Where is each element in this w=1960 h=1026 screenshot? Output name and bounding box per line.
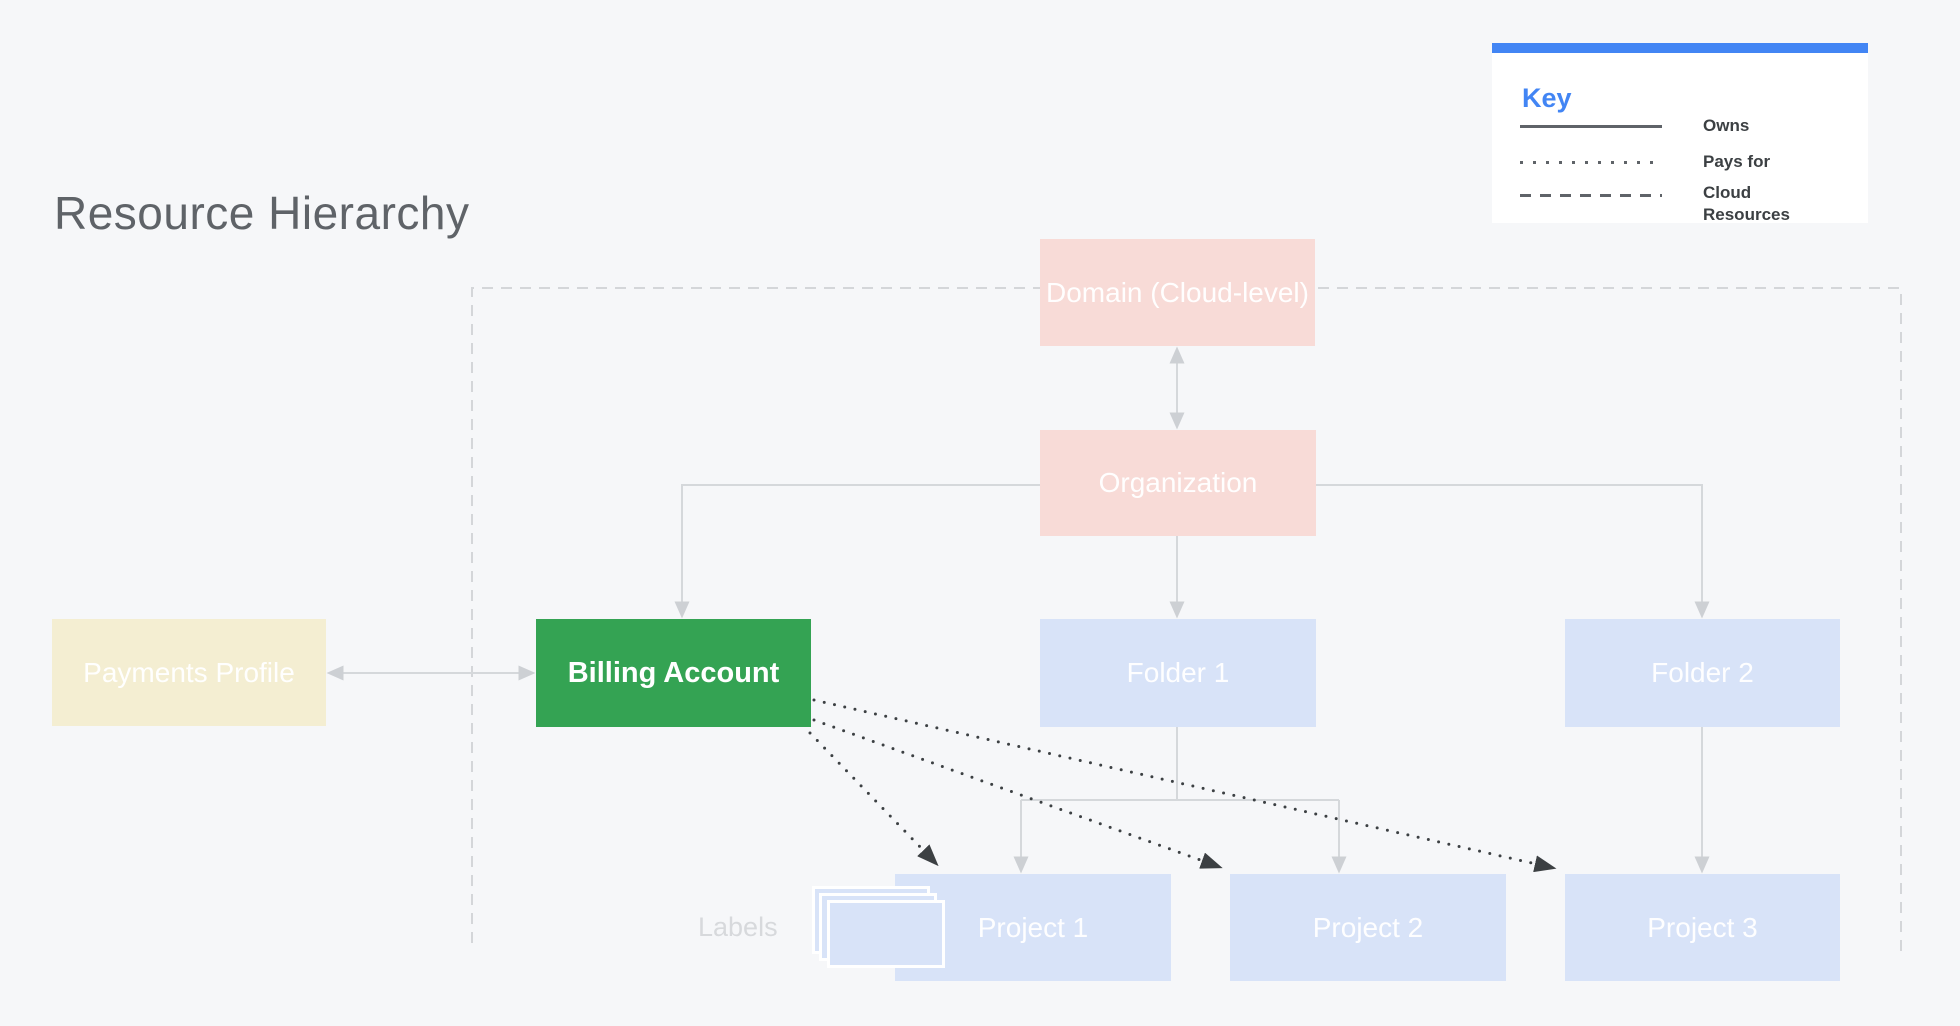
node-billing-account: Billing Account: [536, 619, 811, 727]
node-payments-profile-label: Payments Profile: [83, 656, 295, 688]
node-folder-1-label: Folder 1: [1126, 657, 1230, 688]
pays-for-line-sample: [1520, 161, 1662, 164]
node-domain-label: Domain (Cloud-level): [1046, 276, 1309, 308]
node-folder-1: Folder 1: [1040, 619, 1316, 727]
node-project-1-label: Project 1: [977, 911, 1089, 943]
legend-key: Key Owns Pays for Cloud Resources: [1492, 43, 1868, 224]
labels-caption: Labels: [698, 912, 778, 942]
owns-connectors: [326, 346, 1710, 874]
legend-title: Key: [1522, 83, 1572, 113]
node-billing-account-label: Billing Account: [567, 656, 780, 689]
page-title: Resource Hierarchy: [54, 187, 470, 239]
node-folder-2-label: Folder 2: [1651, 657, 1754, 688]
legend-label-pays-for: Pays for: [1703, 152, 1771, 171]
pays-for-arrow-project3: [812, 698, 1557, 873]
arrow-org-to-billing: [674, 484, 1040, 619]
node-payments-profile: Payments Profile: [52, 619, 326, 726]
node-project-2-label: Project 2: [1312, 911, 1424, 943]
label-card-front: [827, 900, 945, 968]
legend-accent-bar: [1492, 43, 1868, 53]
pays-for-arrow-project2: [812, 718, 1223, 869]
node-domain: Domain (Cloud-level): [1040, 239, 1315, 346]
node-folder-2: Folder 2: [1565, 619, 1840, 727]
arrow-org-to-folder2: [1316, 484, 1710, 619]
cloud-resources-line-sample: [1520, 194, 1662, 197]
legend-label-cloud-resources: Cloud Resources: [1703, 183, 1790, 224]
node-project-3-label: Project 3: [1647, 911, 1758, 943]
owns-line-sample: [1520, 125, 1662, 128]
node-organization-label: Organization: [1098, 467, 1258, 498]
node-project-3: Project 3: [1565, 874, 1840, 981]
pays-for-arrow-project1: [808, 731, 939, 867]
folder1-branch-line: [1021, 727, 1339, 801]
node-project-2: Project 2: [1230, 874, 1506, 981]
node-organization: Organization: [1040, 430, 1316, 536]
pays-for-arrows: [808, 698, 1557, 873]
legend-label-owns: Owns: [1703, 116, 1750, 135]
labels-cards-icon: [812, 886, 946, 972]
